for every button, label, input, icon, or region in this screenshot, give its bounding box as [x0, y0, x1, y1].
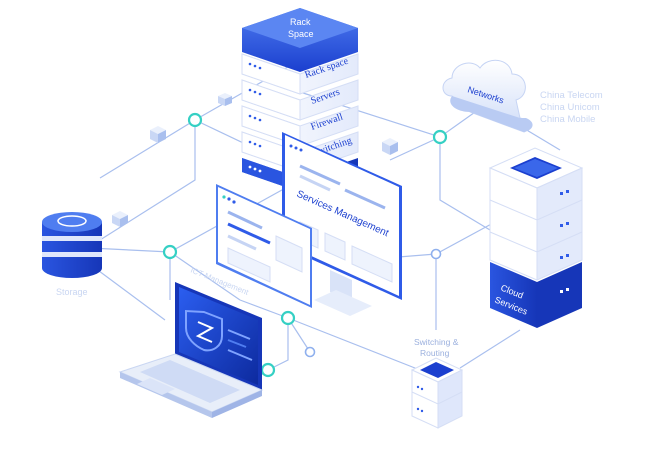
carrier-label: China Telecom — [540, 90, 603, 101]
laptop: ICT Management — [118, 266, 264, 418]
networks-cloud: Networks China Telecom China Unicom Chin… — [442, 59, 603, 133]
floating-cubes — [112, 93, 398, 227]
node-dot — [280, 310, 296, 326]
cloud-services-tower: Cloud Services — [488, 147, 584, 328]
node-dot — [162, 244, 178, 260]
rack-title-line1: Rack — [290, 17, 311, 27]
cube-decoration — [218, 93, 232, 106]
switch-label-line2: Routing — [420, 348, 450, 358]
carrier-label: China Mobile — [540, 114, 595, 125]
node-dot — [260, 362, 276, 378]
node-dot — [187, 112, 203, 128]
cube-decoration — [382, 138, 398, 155]
storage-label: Storage — [56, 287, 88, 297]
node-dot-small — [304, 346, 316, 358]
node-dot — [432, 129, 448, 145]
cube-decoration — [112, 211, 128, 227]
carrier-label: China Unicom — [540, 102, 600, 113]
switching-routing-box: Switching & Routing — [410, 337, 464, 429]
cube-decoration — [150, 126, 166, 143]
dashboard-window — [216, 184, 312, 308]
switch-label-line1: Switching & — [414, 337, 459, 347]
rack-shelf: Servers — [241, 79, 359, 121]
node-dot-small — [430, 248, 442, 260]
storage-database: Storage — [42, 212, 102, 297]
rack-title-line2: Space — [288, 29, 314, 39]
shield-icon — [185, 309, 223, 352]
